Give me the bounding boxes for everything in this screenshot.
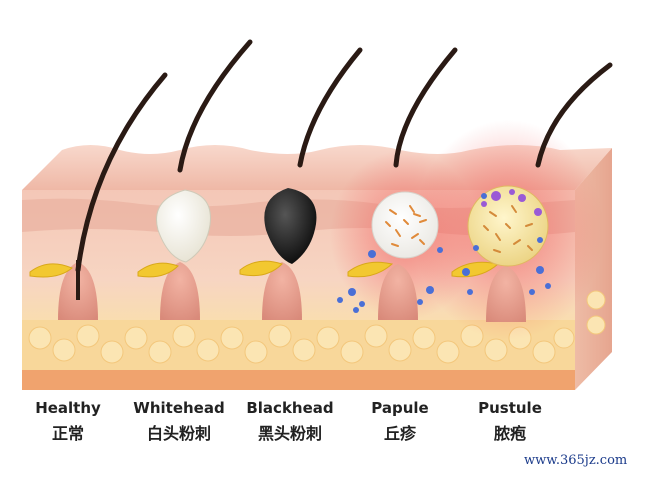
label-papule-zh: 丘疹 bbox=[383, 424, 416, 443]
label-healthy-zh: 正常 bbox=[51, 424, 84, 443]
label-papule-en: Papule bbox=[371, 399, 429, 417]
label-healthy-en: Healthy bbox=[35, 399, 101, 417]
papule-lesion bbox=[371, 191, 439, 259]
label-blackhead-en: Blackhead bbox=[246, 399, 334, 417]
label-blackhead-zh: 黑头粉刺 bbox=[257, 424, 322, 443]
skin-cross-section bbox=[22, 39, 613, 390]
pustule-lesion bbox=[467, 185, 549, 267]
whitehead-plug bbox=[156, 189, 211, 263]
bacteria bbox=[337, 193, 551, 313]
label-pustule-zh: 脓疱 bbox=[493, 424, 526, 443]
label-whitehead-zh: 白头粉刺 bbox=[146, 424, 211, 443]
label-pustule-en: Pustule bbox=[478, 399, 542, 417]
skin-base bbox=[22, 370, 575, 390]
follicles bbox=[58, 262, 526, 322]
blackhead-plug bbox=[264, 188, 317, 264]
site-watermark: www.365jz.com bbox=[524, 453, 628, 468]
label-whitehead-en: Whitehead bbox=[133, 399, 225, 417]
hairs bbox=[75, 39, 613, 273]
